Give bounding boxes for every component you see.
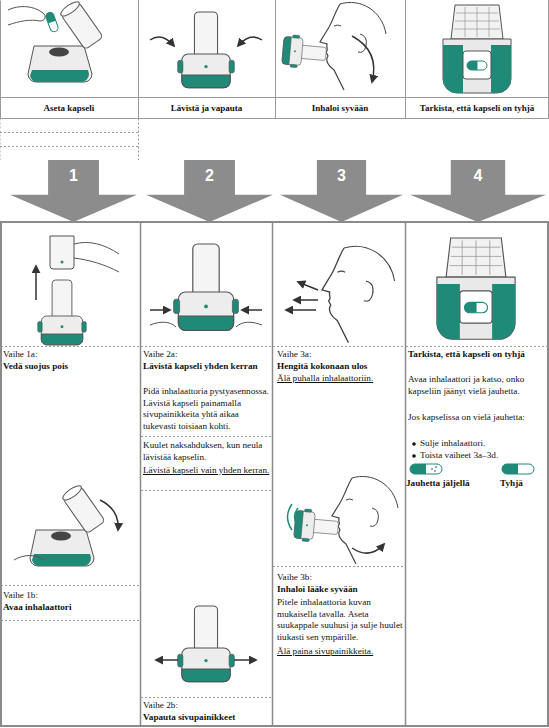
inhale-deep-illustration [288,476,399,564]
step-heading: Vedä suojus pois [3,361,135,373]
step-heading: Inhaloi lääke syvään [277,584,403,596]
check-empty-illustration [437,238,515,339]
step-number: 3 [280,167,403,185]
table-grid [0,0,549,160]
step-arrow: 1 [10,160,137,222]
arrow-body [10,160,137,222]
step-label: Vaihe 3b: [277,572,403,584]
warning-text: Lävistä kapseli vain yhden kerran. [143,465,270,477]
step-arrow: 3 [280,160,403,222]
step-arrow: 2 [146,160,273,222]
step-number: 4 [410,167,546,185]
arrow-body [280,160,403,222]
column-caption: Lävistä ja vapauta [138,101,275,115]
warning-text: Älä paina sivupainikkeita. [277,646,403,658]
instruction-text: Pidä inhalaattoria pystyasennossa. Lävis… [143,386,270,432]
step-label: Vaihe 1a: [3,349,135,361]
state-label: Jauhetta jäljellä [406,478,470,490]
step-label: Vaihe 2b: [143,700,270,712]
state-label: Tyhjä [500,478,544,490]
step-heading: Lävistä kapseli yhden kerran [143,361,270,373]
step-heading: Hengitä kokonaan ulos [277,361,403,373]
warning-text: Älä puhalla inhalaattoriin. [277,373,403,385]
bullet-item: Sulje inhalaattori. [420,438,544,450]
remove-cap-illustration [36,236,119,345]
instruction-text: Pitele inhalaattoria kuvan mukaisella ta… [277,597,403,643]
arrow-body [146,160,273,222]
steps-frame [1,222,548,726]
bullet-item: Toista vaiheet 3a–3d. [420,450,544,462]
inhale-illustration [282,2,386,90]
step-arrow: 4 [410,160,546,222]
step-heading: Tarkista, että kapseli on tyhjä [408,349,544,361]
column-caption: Inhaloi syvään [275,101,405,115]
column-caption: Aseta kapseli [0,101,138,115]
arrow-body [410,160,546,222]
capsule-insert-illustration [8,0,103,82]
step-number: 1 [10,167,137,185]
capsule-icon-empty [502,464,534,474]
column-caption: Tarkista, että kapseli on tyhjä [405,101,549,115]
release-buttons-illustration [156,606,256,682]
step-heading: Avaa inhalaattori [3,602,135,614]
instruction-text: Avaa inhalaattori ja katso, onko kapseli… [408,374,544,397]
step-heading: Vapauta sivupainikkeet [143,712,270,724]
press-buttons-illustration [150,244,262,330]
instruction-text: Kuulet naksahduksen, kun neula lävistää … [143,440,270,463]
open-inhaler-illustration [14,483,118,566]
bullet-dots [412,442,416,458]
capsule-icon-powder [410,464,442,474]
exhale-illustration [286,246,395,342]
step-label: Vaihe 2a: [143,349,270,361]
step-number: 2 [146,167,273,185]
check-capsule-illustration [443,5,511,93]
step-label: Vaihe 3a: [277,349,403,361]
step-label: Vaihe 1b: [3,590,135,602]
pierce-illustration [150,12,262,88]
instruction-text: Jos kapselissa on vielä jauhetta: [408,412,544,424]
